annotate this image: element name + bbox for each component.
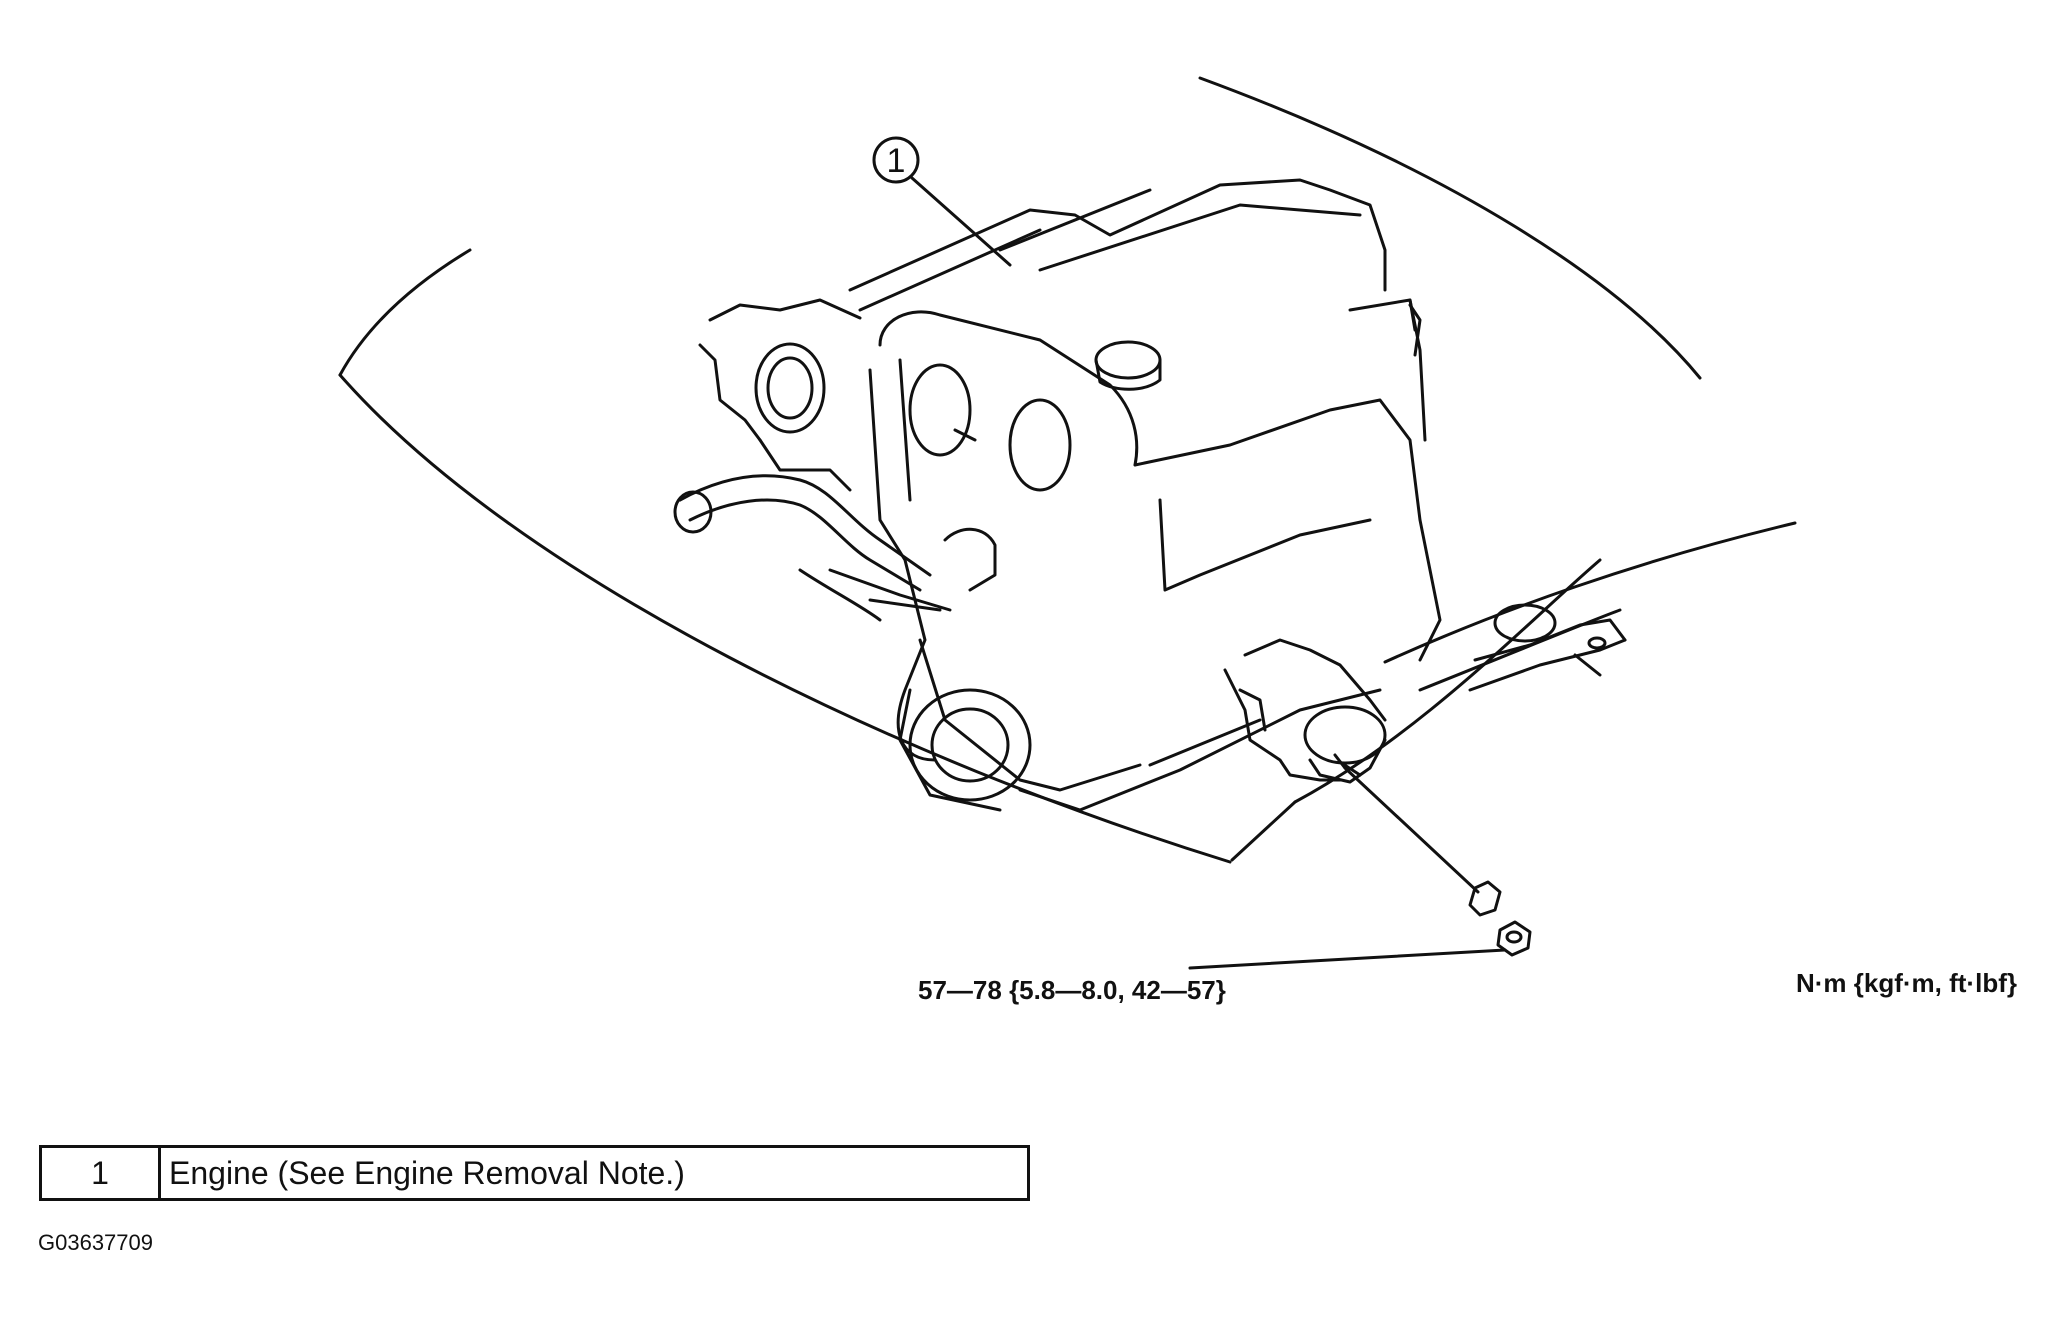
parts-legend-table: 1 Engine (See Engine Removal Note.) xyxy=(39,1145,1030,1201)
frame-bracket-drawing xyxy=(1468,603,1627,692)
figure-id-label: G03637709 xyxy=(38,1230,153,1255)
legend-row: 1 Engine (See Engine Removal Note.) xyxy=(39,1145,1030,1201)
torque-spec-label: 57—78 {5.8—8.0, 42—57} xyxy=(918,975,1226,1005)
torque-unit-label: N·m {kgf·m, ft·lbf} xyxy=(1796,968,2017,998)
fastener-leader xyxy=(1343,766,1480,894)
engine-mount-drawing xyxy=(1223,638,1387,784)
callout-1-circle xyxy=(872,136,920,184)
callout-1-number: 1 xyxy=(887,142,906,180)
callout-1-leader xyxy=(910,176,1012,267)
engine-drawing xyxy=(673,178,1442,812)
legend-item-description: Engine (See Engine Removal Note.) xyxy=(158,1145,1030,1201)
legend-item-number: 1 xyxy=(39,1145,161,1201)
nut-drawing xyxy=(1496,920,1532,957)
engine-bay-outline xyxy=(338,76,1797,864)
bolt-drawing xyxy=(1468,880,1502,917)
torque-leader-line xyxy=(1188,948,1507,970)
